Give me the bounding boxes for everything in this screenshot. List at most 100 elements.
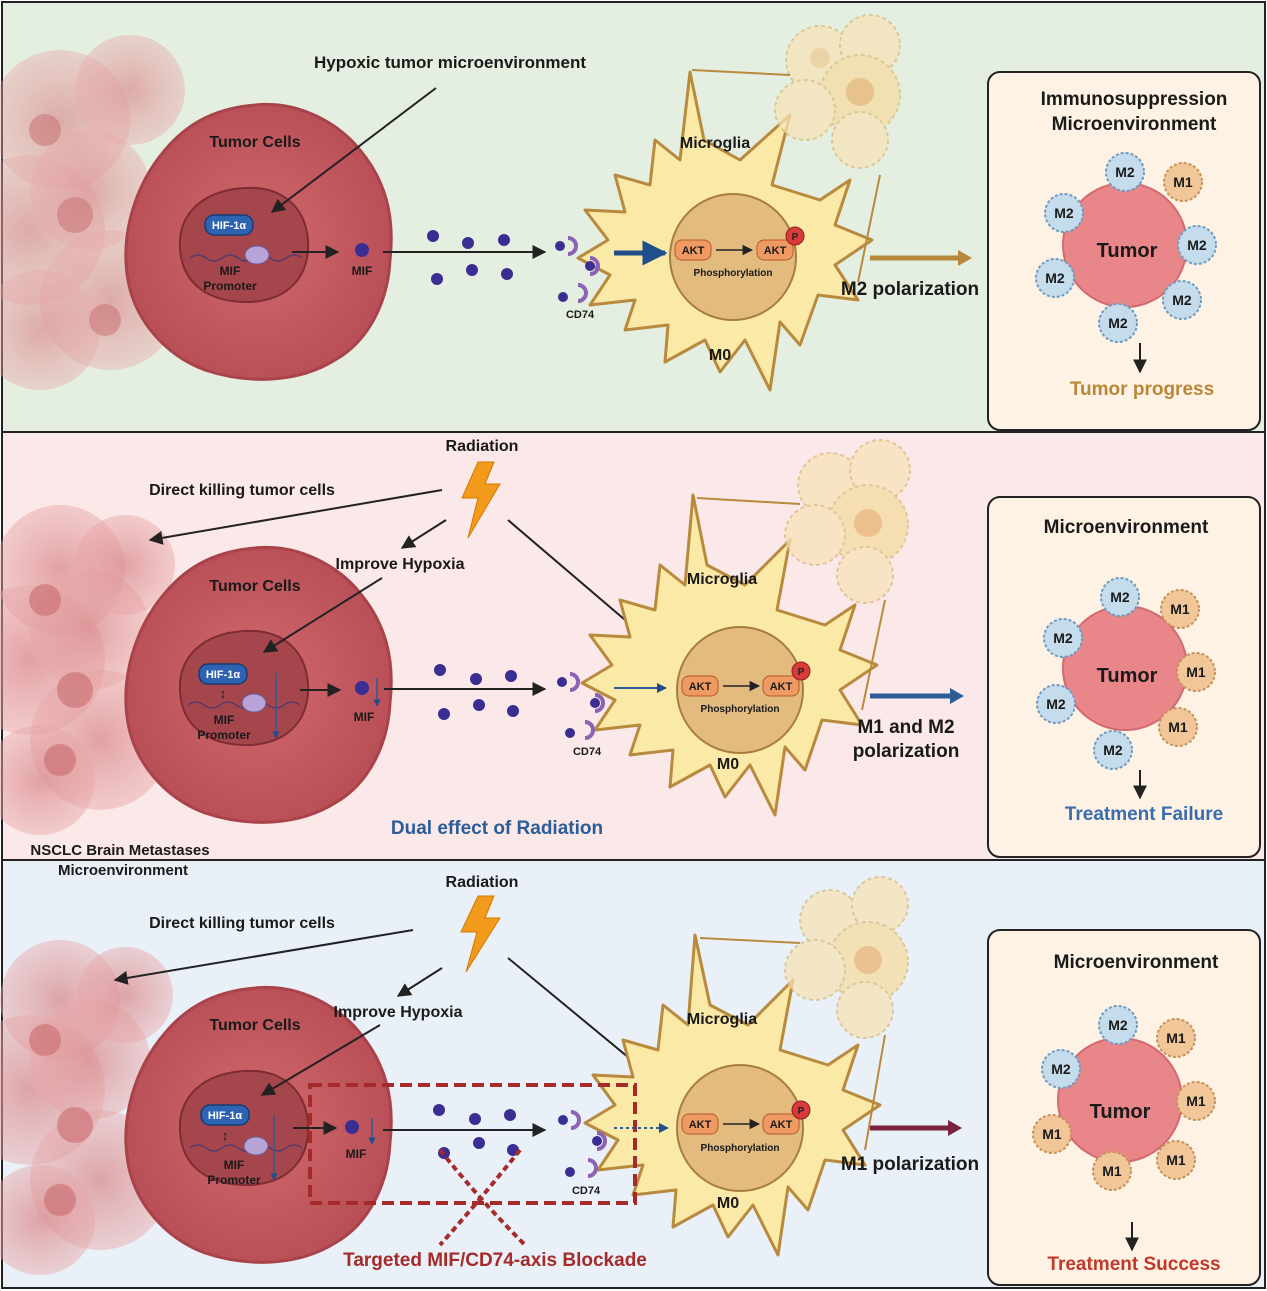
zoom-line-bottom [861,599,886,711]
promoter-protein [243,1136,269,1156]
direct-killing-arrow [148,489,443,545]
phosphorylation-label: Phosphorylation [701,1143,780,1154]
phosphorylation-label: Phosphorylation [694,268,773,279]
svg-text:M1: M1 [1168,719,1188,735]
hif-1a-label: HIF-1α [206,669,241,681]
macrophage-m2: M2 [1098,1005,1138,1045]
direct-killing-label: Direct killing tumor cells [149,482,335,499]
mif-promoter-label-1: MIF [224,1158,245,1172]
macrophage-m1: M1 [1176,1081,1216,1121]
microglia-label: Microglia [680,135,750,152]
cd74-receptors [570,1110,607,1178]
macrophage-m2: M2 [1041,1049,1081,1089]
akt-p-badge [756,239,794,261]
svg-text:M1: M1 [1186,1093,1206,1109]
blockade-label: Targeted MIF/CD74-axis Blockade [343,1250,647,1271]
direct-killing-label: Direct killing tumor cells [149,915,335,932]
hif-regulation-icon: ↕ [220,686,227,701]
mif-promoter-label-2: Promoter [203,279,257,293]
radiation-label: Radiation [446,438,519,455]
phospho-label: P [792,232,799,243]
macrophage-m1: M1 [1032,1114,1072,1154]
svg-text:M2: M2 [1054,205,1074,221]
zoom-line-top [699,937,801,944]
microglia-nucleus [669,193,797,321]
cd74-receptors [569,672,605,740]
panel-2: Tumor Cells HIF-1α ↕ MIF Promoter MIF Ra… [0,438,1261,879]
svg-text:M2: M2 [1108,315,1128,331]
m0-label: M0 [717,1195,739,1212]
svg-text:M2: M2 [1108,1017,1128,1033]
svg-text:M2: M2 [1110,589,1130,605]
mif-promoter-label-2: Promoter [207,1173,261,1187]
polarization-label: M1 polarization [841,1154,979,1175]
box-title-1: Immunosuppression [1041,89,1228,110]
svg-text:M1: M1 [1166,1152,1186,1168]
mif-promoter-label-1: MIF [214,713,235,727]
akt-badge [674,239,712,261]
nsclc-label-2: Microenvironment [58,862,188,879]
hif-1a-label: HIF-1α [212,220,247,232]
svg-text:M2: M2 [1051,1061,1071,1077]
akt-p-label: AKT [770,1119,793,1131]
nsclc-label-1: NSCLC Brain Metastases [30,842,209,859]
phospho-label: P [798,667,805,678]
svg-text:M2: M2 [1046,696,1066,712]
akt-p-badge [762,1113,800,1135]
hif-1a-label: HIF-1α [208,1110,243,1122]
svg-text:M1: M1 [1102,1163,1122,1179]
mif-molecule [355,681,369,695]
macrophage-m2: M2 [1162,280,1202,320]
phospho-badge [791,661,811,681]
activated-microglia-cluster [784,439,911,604]
direct-killing-arrow [113,929,414,985]
tumor-cells-label: Tumor Cells [209,134,300,151]
macrophage-m1: M1 [1156,1018,1196,1058]
dual-effect-label: Dual effect of Radiation [391,818,603,839]
tumor-tissue-background [0,505,175,835]
svg-text:M1: M1 [1170,601,1190,617]
mif-promoter-label-1: MIF [220,264,241,278]
mif-label: MIF [352,264,373,278]
akt-label: AKT [682,245,705,257]
mif-molecule [345,1120,359,1134]
zoom-line-bottom [857,174,881,283]
m0-label: M0 [717,756,739,773]
hypoxia-arrow [270,87,437,213]
microglia-nucleus [676,1064,804,1192]
improve-hypoxia-label: Improve Hypoxia [336,556,465,573]
box-title-2: Microenvironment [1052,114,1217,135]
phospho-label: P [798,1106,805,1117]
outcome-label: Treatment Failure [1065,804,1223,825]
hif-1a-badge [200,1104,250,1126]
akt-p-label: AKT [764,245,787,257]
dna-strand [189,254,303,262]
cd74-label: CD74 [572,1185,601,1197]
akt-p-label: AKT [770,681,793,693]
macrophage-m2: M2 [1105,152,1145,192]
panel-3: Tumor Cells HIF-1α ↕ MIF Promoter MIF Ra… [0,874,1261,1286]
mif-promoter-label-2: Promoter [197,728,251,742]
svg-text:M2: M2 [1187,237,1207,253]
microglia-label: Microglia [687,571,757,588]
macrophage-m1: M1 [1092,1151,1132,1191]
microglia-label: Microglia [687,1011,757,1028]
zoom-line-bottom [864,1034,886,1151]
svg-text:M2: M2 [1172,292,1192,308]
tumor-label: Tumor [1097,240,1158,262]
improve-hypoxia-arrow-2 [260,1024,381,1096]
hif-regulation-icon: ↕ [222,1128,229,1143]
tumor-tissue-background [0,35,185,390]
mif-label: MIF [346,1147,367,1161]
macrophage-m2: M2 [1093,730,1133,770]
svg-text:M1: M1 [1042,1126,1062,1142]
tumor-cells-label: Tumor Cells [209,1017,300,1034]
polarization-label-2: polarization [853,741,960,762]
cd74-label: CD74 [573,746,602,758]
activated-microglia-cluster [784,876,909,1039]
mif-molecules [427,230,513,285]
macrophage-m2: M2 [1098,303,1138,343]
macrophage-m2: M2 [1100,577,1140,617]
macrophage-m2: M2 [1036,684,1076,724]
cd74-receptors [567,236,600,303]
